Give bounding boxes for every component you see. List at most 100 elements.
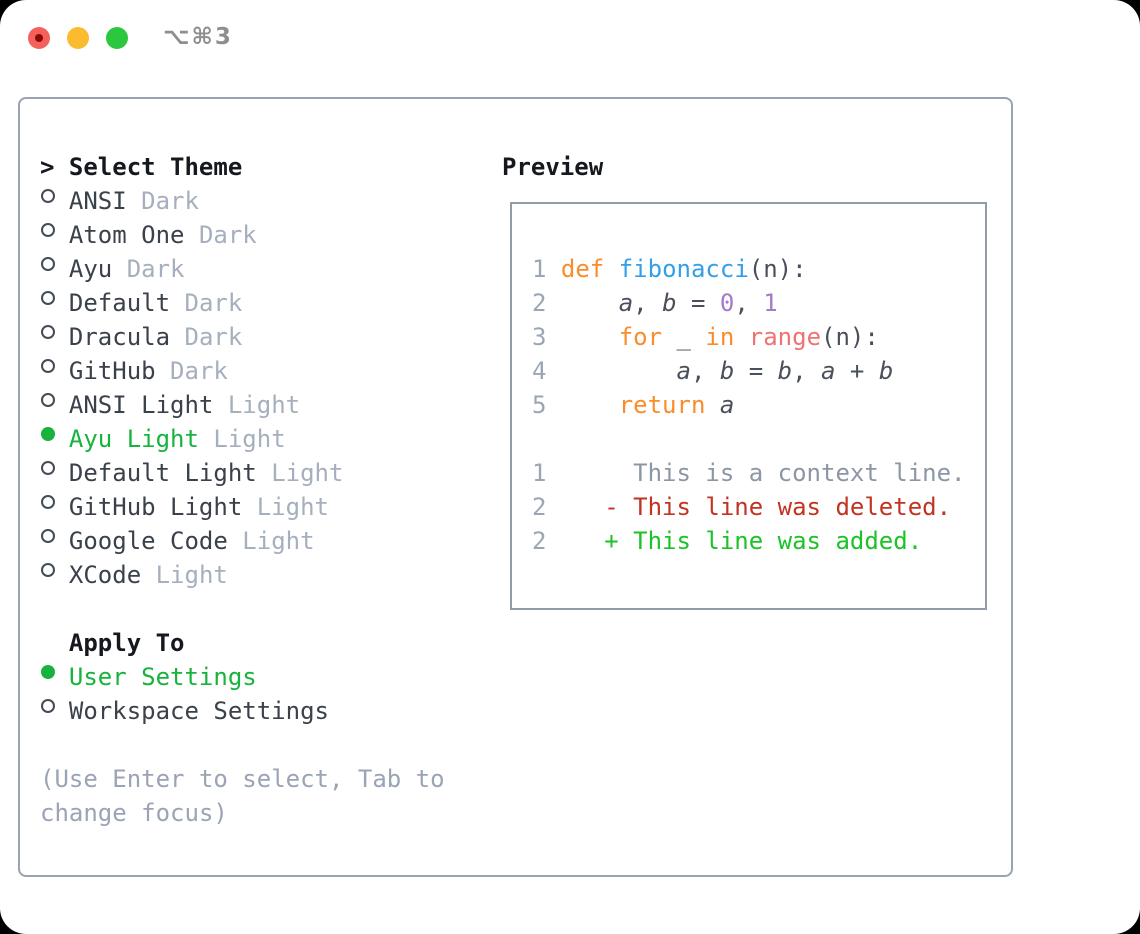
code-line: 5 return a [532, 388, 985, 422]
code-line: 3 for _ in range(n): [532, 320, 985, 354]
theme-type: Dark [198, 221, 257, 249]
gap [141, 561, 155, 589]
theme-name: XCode [68, 561, 142, 589]
code-token: (n): [821, 323, 879, 351]
diff-line-deleted: 2 - This line was deleted. [532, 490, 985, 524]
apply-to-header: Apply To [68, 629, 185, 657]
prompt-caret-icon: > [40, 153, 55, 181]
theme-option-dracula[interactable]: Dracula Dark [40, 320, 464, 354]
code-token: , [792, 357, 822, 385]
apply-option-user-settings[interactable]: User Settings [40, 660, 464, 694]
theme-option-default-light[interactable]: Default Light Light [40, 456, 464, 490]
code-token: return [618, 391, 706, 419]
theme-option-ayu[interactable]: Ayu Dark [40, 252, 464, 286]
code-token: fibonacci [618, 255, 749, 283]
close-button[interactable] [28, 27, 50, 49]
gap [170, 323, 184, 351]
theme-name: ANSI Light [68, 391, 214, 419]
zoom-button[interactable] [106, 27, 128, 49]
diff-text: + This line was added. [560, 527, 923, 555]
theme-option-github[interactable]: GitHub Dark [40, 354, 464, 388]
theme-type: Light [271, 459, 344, 487]
line-number: 1 [532, 459, 561, 487]
code-token: def [560, 255, 605, 283]
theme-option-xcode[interactable]: XCode Light [40, 558, 464, 592]
code-token [705, 391, 719, 419]
code-token: _ [662, 323, 706, 351]
theme-type: Dark [141, 187, 199, 215]
code-token: (n): [748, 255, 807, 283]
code-line: 1 def fibonacci(n): [532, 252, 985, 286]
theme-type: Dark [126, 255, 185, 283]
theme-option-github-light[interactable]: GitHub Light Light [40, 490, 464, 524]
code-token: for [618, 323, 663, 351]
theme-name: Ayu [68, 255, 113, 283]
window-title: ⌥⌘3 [163, 24, 233, 50]
theme-option-ayu-light[interactable]: Ayu Light Light [40, 422, 464, 456]
theme-option-default[interactable]: Default Dark [40, 286, 464, 320]
theme-name: Dracula [68, 323, 171, 351]
theme-name: ANSI [68, 187, 127, 215]
code-token: 0 [719, 289, 735, 317]
code-token: = [734, 357, 778, 385]
apply-option-workspace-settings[interactable]: Workspace Settings [40, 694, 464, 728]
code-token: 1 [763, 289, 778, 317]
line-number: 5 [532, 391, 561, 419]
line-number: 2 [532, 493, 561, 521]
code-token [561, 289, 619, 317]
theme-type: Light [242, 527, 315, 555]
code-token: b [777, 357, 793, 385]
theme-option-ansi-light[interactable]: ANSI Light Light [40, 388, 464, 422]
theme-name: Google Code [68, 527, 228, 555]
gap [156, 357, 170, 385]
select-theme-header: > Select Theme [40, 150, 464, 184]
diff-line-context: 1 This is a context line. [532, 456, 985, 490]
apply-option-label: Workspace Settings [68, 697, 329, 725]
code-token: , [633, 289, 663, 317]
theme-option-ansi[interactable]: ANSI Dark [40, 184, 464, 218]
theme-name: GitHub [68, 357, 156, 385]
spacer [40, 728, 464, 762]
code-token: a [719, 391, 735, 419]
gap [213, 391, 227, 419]
code-token [604, 255, 618, 283]
code-token: = [676, 289, 720, 317]
code-token: a [821, 357, 836, 385]
theme-type: Light [256, 493, 329, 521]
minimize-button[interactable] [67, 27, 89, 49]
line-number: 2 [532, 289, 561, 317]
code-token: b [878, 357, 894, 385]
theme-type: Dark [170, 357, 228, 385]
code-token: b [662, 289, 677, 317]
theme-option-atom-one[interactable]: Atom One Dark [40, 218, 464, 252]
code-token [561, 391, 619, 419]
line-number: 1 [532, 255, 561, 283]
select-theme-label: Select Theme [68, 153, 243, 181]
preview-header: Preview [502, 153, 604, 181]
theme-option-google-code[interactable]: Google Code Light [40, 524, 464, 558]
code-token: range [748, 323, 822, 351]
code-token: , [690, 357, 720, 385]
code-token: + [835, 357, 879, 385]
code-token [561, 357, 677, 385]
line-number: 3 [532, 323, 561, 351]
gap [199, 425, 213, 453]
line-number: 2 [532, 527, 561, 555]
code-token: a [618, 289, 634, 317]
theme-type: Dark [184, 323, 243, 351]
theme-type: Light [213, 425, 286, 453]
gap [184, 221, 198, 249]
diff-line-added: 2 + This line was added. [532, 524, 985, 558]
theme-name: Atom One [68, 221, 185, 249]
blank-line [532, 422, 985, 456]
code-token: , [734, 289, 764, 317]
keyboard-hint: (Use Enter to select, Tab to change focu… [40, 765, 445, 827]
gap [127, 187, 141, 215]
theme-name: Default Light [68, 459, 257, 487]
code-token: b [719, 357, 735, 385]
